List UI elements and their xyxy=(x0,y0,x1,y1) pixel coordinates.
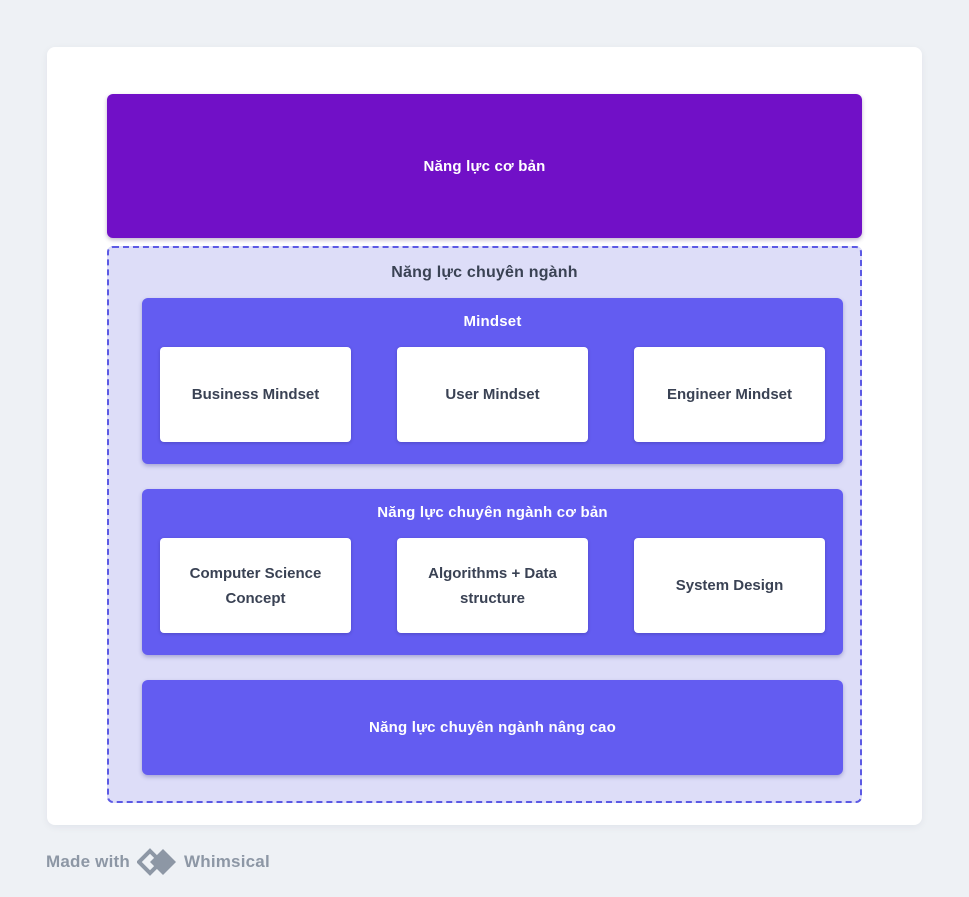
card-label: Algorithms + Data structure xyxy=(428,564,557,607)
node-engineer-mindset: Engineer Mindset xyxy=(634,347,825,442)
node-business-mindset: Business Mindset xyxy=(160,347,351,442)
diagram-canvas: Năng lực cơ bản Năng lực chuyên ngành Mi… xyxy=(47,47,922,825)
card-label: System Design xyxy=(675,577,784,594)
made-with-label: Made with xyxy=(46,852,130,871)
section-basic-specialized: Năng lực chuyên ngành cơ bản Computer Sc… xyxy=(142,489,843,655)
section-advanced-specialized: Năng lực chuyên ngành nâng cao xyxy=(142,680,843,775)
section-title: Mindset xyxy=(463,313,522,330)
whimsical-logo-icon xyxy=(136,848,176,876)
node-system-design: System Design xyxy=(634,538,825,633)
section-title: Năng lực chuyên ngành cơ bản xyxy=(377,504,608,521)
section-mindset: Mindset Business Mindset User Mindset En… xyxy=(142,298,843,464)
card-row: Business Mindset User Mindset Engineer M… xyxy=(160,347,825,442)
node-basic-competency: Năng lực cơ bản xyxy=(107,94,862,238)
section-title: Năng lực chuyên ngành nâng cao xyxy=(369,719,616,736)
card-label: Engineer Mindset xyxy=(666,386,793,403)
node-algorithms-data-structure: Algorithms + Data structure xyxy=(397,538,588,633)
group-specialized-competency: Năng lực chuyên ngành Mindset Business M… xyxy=(107,246,862,803)
card-label: User Mindset xyxy=(445,386,540,403)
node-computer-science-concept: Computer Science Concept xyxy=(160,538,351,633)
node-label: Năng lực cơ bản xyxy=(423,157,546,175)
card-label: Computer Science Concept xyxy=(189,564,322,607)
whimsical-brand-label: Whimsical xyxy=(183,852,270,871)
card-label: Business Mindset xyxy=(191,386,320,403)
group-sections: Mindset Business Mindset User Mindset En… xyxy=(142,298,843,775)
card-row: Computer Science Concept Algorithms + Da… xyxy=(160,538,825,633)
node-user-mindset: User Mindset xyxy=(397,347,588,442)
group-label: Năng lực chuyên ngành xyxy=(391,264,578,281)
whimsical-attribution-link[interactable]: Made with Whimsical xyxy=(46,846,270,878)
